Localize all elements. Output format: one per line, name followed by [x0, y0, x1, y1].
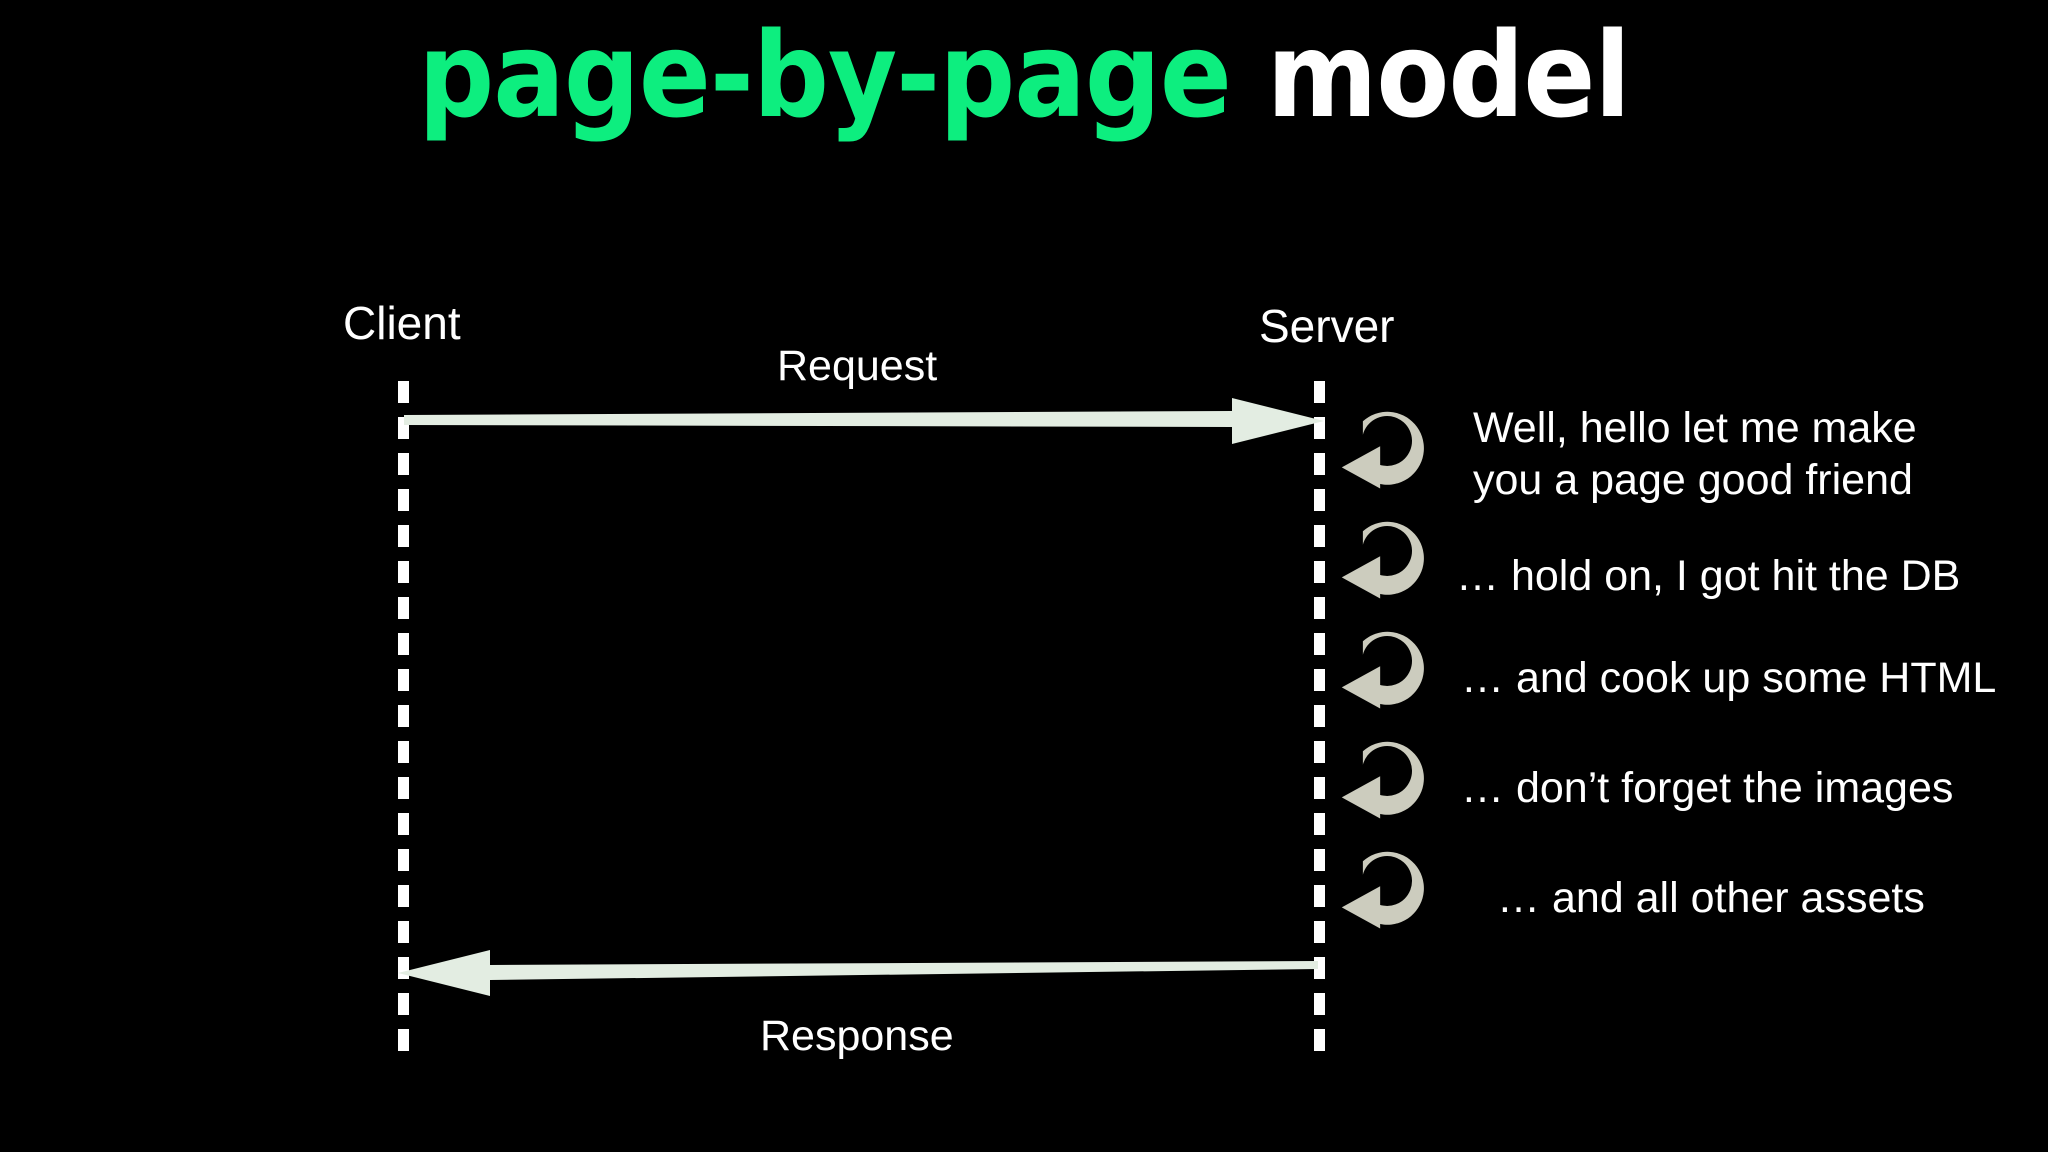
- circular-loop-arrow-icon: [1341, 521, 1424, 599]
- message-arrow-response: [398, 950, 1318, 996]
- page-title: page-by-page model: [0, 16, 2048, 135]
- message-label-request: Request: [777, 342, 938, 390]
- page-title-plain: model: [1230, 6, 1631, 144]
- message-arrow-request: [404, 398, 1324, 444]
- server-note: Well, hello let me make you a page good …: [1473, 404, 1917, 505]
- server-note: … and all other assets: [1497, 874, 1925, 922]
- message-label-response: Response: [760, 1012, 954, 1060]
- actor-label-server: Server: [1259, 300, 1395, 352]
- circular-loop-arrow-icon: [1341, 741, 1424, 819]
- server-note: … and cook up some HTML: [1461, 654, 1997, 702]
- circular-loop-arrow-icon: [1341, 631, 1424, 709]
- server-note: … don’t forget the images: [1461, 764, 1954, 812]
- circular-loop-arrow-icon: [1341, 851, 1424, 929]
- page-title-accent: page-by-page: [418, 6, 1232, 144]
- circular-loop-arrow-icon: [1341, 411, 1424, 489]
- actor-label-client: Client: [343, 297, 461, 349]
- server-note: … hold on, I got hit the DB: [1456, 552, 1961, 600]
- lifeline-server: [1314, 381, 1325, 1065]
- lifeline-client: [398, 381, 409, 1065]
